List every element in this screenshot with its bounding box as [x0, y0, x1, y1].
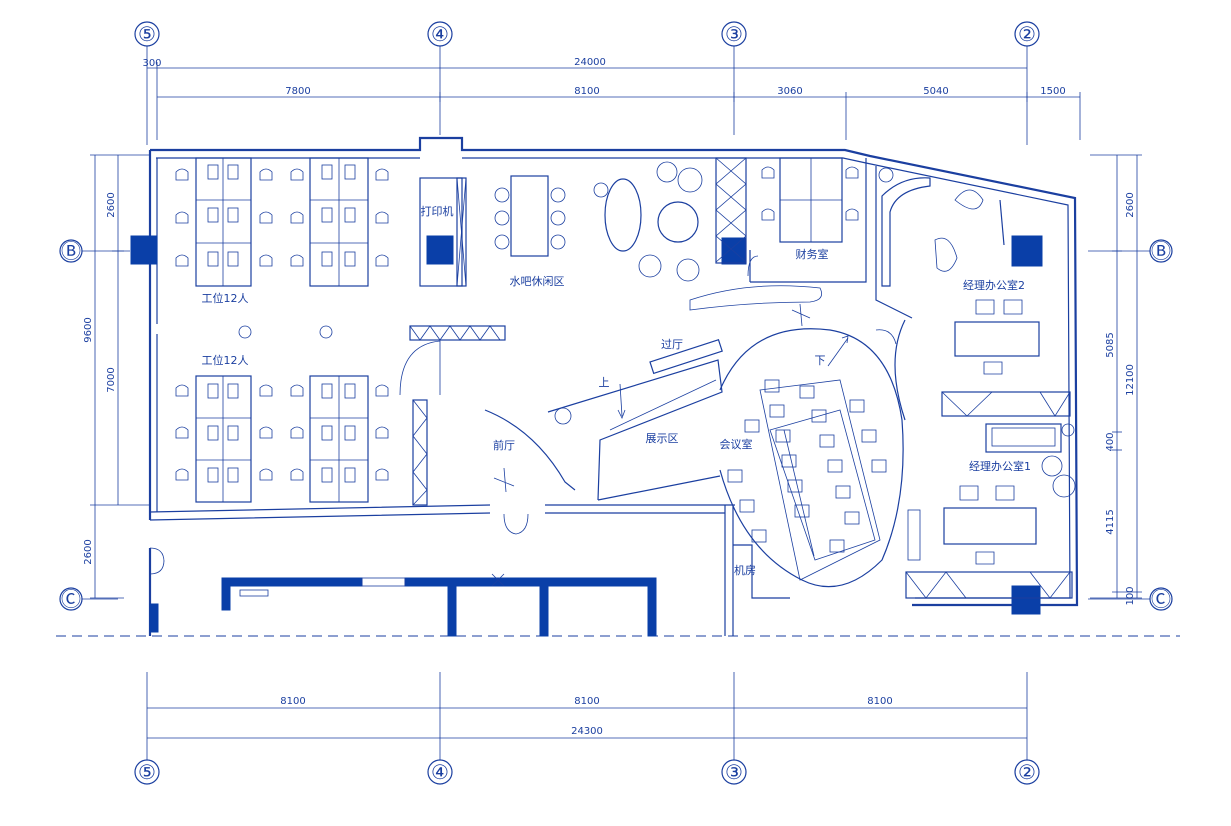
- dimension-bottom: 8100 8100 8100 24300: [147, 696, 1027, 739]
- structural-columns: [130, 235, 1043, 615]
- axis-label-3-top: ③: [725, 22, 743, 46]
- dim-left-seg-2: 9600: [83, 317, 94, 342]
- room-labels: 工位12人 工位12人 打印机 水吧休闲区 财务室 经理办公室2 经理办公室1 …: [202, 204, 1032, 577]
- workstations-top-right: [290, 157, 389, 287]
- label-manager-office-1: 经理办公室1: [969, 459, 1031, 473]
- dim-top-total: 24000: [574, 57, 606, 68]
- label-finance-room: 财务室: [796, 247, 829, 261]
- meeting-chairs: [727, 379, 887, 553]
- label-print-room: 打印机: [421, 204, 454, 218]
- label-corridor: 过厅: [661, 338, 683, 351]
- dim-top-seg-5: 1500: [1040, 86, 1065, 97]
- pantry-counter: [149, 573, 657, 637]
- dim-top-seg-3: 3060: [777, 86, 802, 97]
- dim-bottom-seg-3: 8100: [867, 696, 892, 707]
- dimension-right: 2600 5085 12100 400 4115 100: [1090, 154, 1142, 606]
- axis-markers-top: ⑤ ④ ③ ②: [134, 21, 1040, 47]
- manager-office-2: [875, 166, 1071, 417]
- dim-left-seg-4: 2600: [83, 539, 94, 564]
- workstations-top-left: [175, 157, 273, 287]
- dimension-top: 300 24000 7800 8100 3060 5040 1500: [142, 57, 1081, 140]
- water-bar-area: [494, 161, 703, 282]
- workstations-bottom-right: [290, 375, 389, 503]
- label-server-room: 机房: [734, 563, 756, 577]
- label-exhibition: 展示区: [646, 432, 679, 445]
- circulation-arrows: [493, 303, 849, 493]
- dim-top-seg-4: 5040: [923, 86, 948, 97]
- label-meeting-room: 会议室: [720, 437, 753, 451]
- manager-office-1: [905, 423, 1076, 599]
- dim-top-seg-1: 7800: [285, 86, 310, 97]
- wood-partition: [715, 157, 747, 264]
- dim-bottom-seg-2: 8100: [574, 696, 599, 707]
- server-room: [733, 544, 790, 599]
- label-stair-up: 上: [599, 376, 610, 389]
- dim-top-offset: 300: [142, 58, 161, 69]
- axis-markers-bottom: ⑤ ④ ③ ②: [134, 759, 1040, 785]
- axis-label-b-right: Ⓑ: [1151, 239, 1171, 263]
- axis-label-4-top: ④: [431, 22, 449, 46]
- workstations-bottom-left: [175, 375, 273, 503]
- label-workstation-bottom: 工位12人: [202, 353, 249, 367]
- axis-label-b-left: Ⓑ: [61, 239, 81, 263]
- decor-circles: [238, 325, 333, 339]
- dim-left-seg-3: 7000: [106, 367, 117, 392]
- label-water-bar: 水吧休闲区: [510, 274, 565, 288]
- dim-right-seg-6: 100: [1125, 586, 1136, 605]
- dim-bottom-seg-1: 8100: [280, 696, 305, 707]
- label-manager-office-2: 经理办公室2: [963, 278, 1025, 292]
- axis-label-c-right: Ⓒ: [1151, 587, 1171, 611]
- dim-right-seg-5: 4115: [1105, 509, 1116, 534]
- axis-label-5-top: ⑤: [138, 22, 156, 46]
- axis-label-3-bottom: ③: [725, 760, 743, 784]
- label-front-hall: 前厅: [493, 438, 515, 452]
- exhibition-area: [484, 338, 723, 501]
- finance-room: [689, 157, 867, 311]
- doors: [149, 255, 897, 575]
- meeting-room: [719, 319, 906, 588]
- axis-label-5-bottom: ⑤: [138, 760, 156, 784]
- axis-label-c-left: Ⓒ: [61, 587, 81, 611]
- print-room: [409, 177, 506, 506]
- label-stair-down: 下: [815, 354, 826, 367]
- dim-bottom-total: 24300: [571, 726, 603, 737]
- dim-top-seg-2: 8100: [574, 86, 599, 97]
- axis-label-2-top: ②: [1018, 22, 1036, 46]
- dim-left-seg-1: 2600: [106, 192, 117, 217]
- grid-axis-lines: [82, 46, 1150, 760]
- dim-right-seg-4: 400: [1105, 432, 1116, 451]
- dim-right-seg-2: 5085: [1105, 332, 1116, 357]
- building-walls: [56, 136, 1180, 637]
- dim-right-seg-1: 2600: [1125, 192, 1136, 217]
- dimension-left: 2600 9600 7000 2600: [83, 154, 150, 599]
- axis-label-4-bottom: ④: [431, 760, 449, 784]
- label-workstation-top: 工位12人: [202, 291, 249, 305]
- dim-right-seg-3: 12100: [1125, 364, 1136, 396]
- axis-label-2-bottom: ②: [1018, 760, 1036, 784]
